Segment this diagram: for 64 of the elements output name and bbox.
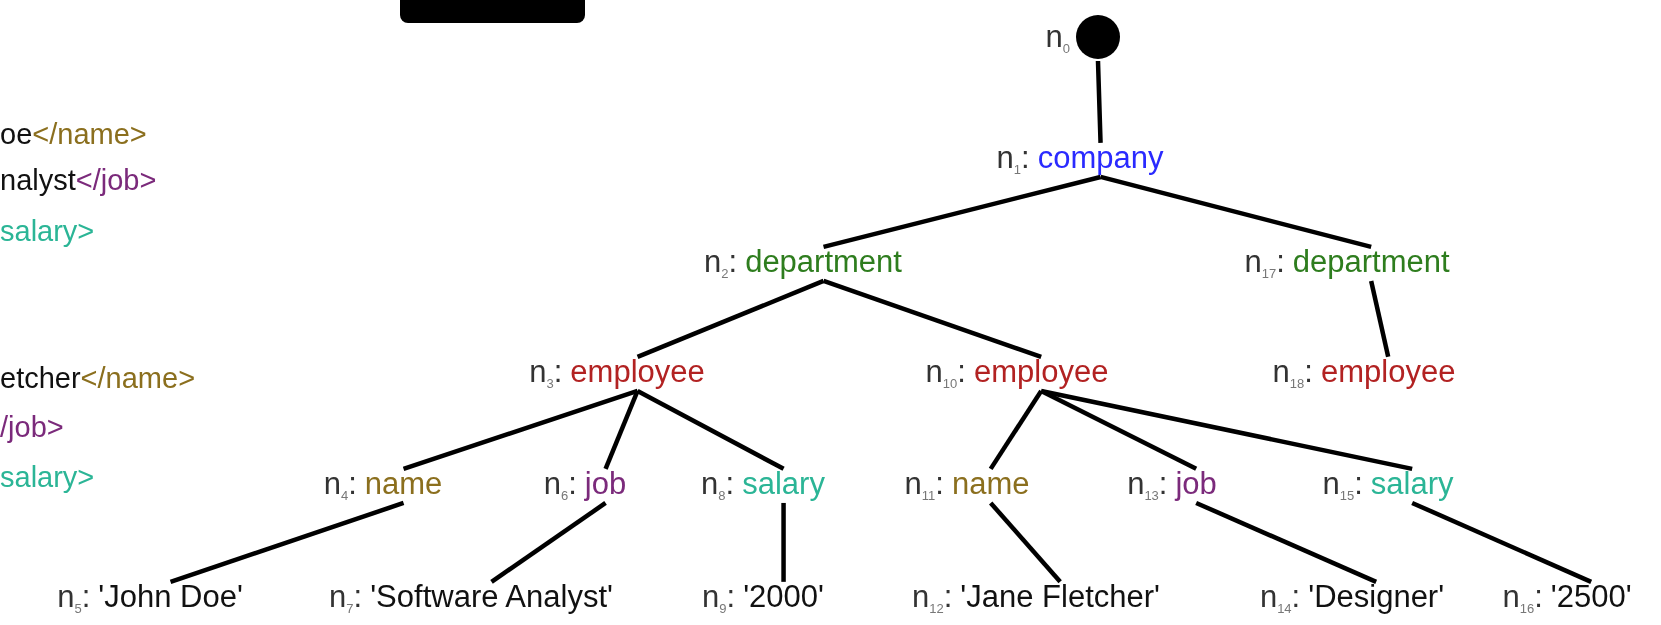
element-name: employee (570, 354, 705, 389)
tree-edge (781, 502, 786, 582)
element-name: job (1175, 466, 1217, 501)
text-value: '2000' (743, 579, 824, 614)
text-value: '2500' (1550, 579, 1632, 614)
xml-code-fragment: </name> (32, 117, 147, 150)
text-value: 'Software Analyst' (370, 579, 613, 614)
node-id: n$_{10}$: (925, 354, 966, 392)
tree-edge (402, 388, 639, 471)
root-dot (1076, 15, 1120, 59)
element-name: job (584, 466, 627, 501)
text-value: 'Jane Fletcher' (960, 579, 1160, 614)
tree-edge (1368, 280, 1391, 358)
node-id: n$_{18}$: (1272, 354, 1313, 392)
tree-edge (822, 278, 1042, 359)
xml-code-fragment: </job> (75, 163, 157, 196)
text-value: 'Designer' (1308, 579, 1445, 614)
node-id: n$_{5}$: (57, 579, 91, 617)
element-name: department (1292, 244, 1450, 279)
element-name: salary (742, 466, 825, 501)
node-id: n$_{13}$: (1127, 466, 1168, 504)
node-id: n$_{15}$: (1322, 466, 1363, 504)
element-name: employee (973, 354, 1109, 389)
node-id: n$_{9}$: (702, 579, 736, 617)
tree-edge (1100, 174, 1372, 250)
xml-code-fragment: nalyst (0, 163, 76, 196)
tree-edge (823, 174, 1102, 250)
tree-edge (989, 501, 1062, 584)
node-id: n$_{12}$: (912, 579, 953, 617)
element-name: company (1037, 140, 1164, 175)
node-id: n$_{2}$: (704, 244, 738, 282)
node-id: n$_{8}$: (701, 466, 735, 504)
node-id: n$_{3}$: (529, 354, 563, 392)
xml-code-fragment: salary> (0, 214, 95, 247)
element-name: name (364, 466, 443, 501)
node-id: n$_{4}$: (323, 466, 357, 504)
tree-edge (636, 388, 785, 471)
element-name: name (951, 466, 1030, 501)
xml-code-fragment: salary> (0, 460, 95, 493)
tree-edge (1195, 500, 1378, 584)
node-id: n$_{1}$: (996, 140, 1030, 178)
tree-edge (1095, 60, 1103, 143)
tree-edge (988, 389, 1044, 471)
tree-edge (1040, 388, 1413, 472)
tree-edge (636, 278, 825, 359)
node-id: n$_{14}$: (1259, 579, 1301, 617)
node-id: n$_{7}$: (329, 579, 363, 617)
element-name: employee (1320, 354, 1456, 389)
text-value: 'John Doe' (98, 579, 243, 614)
xml-code-fragment: oe (0, 117, 33, 150)
element-name: department (745, 244, 902, 279)
tree-edge (490, 501, 607, 584)
xml-code-fragment: /job> (0, 410, 64, 443)
xml-code-fragment: </name> (80, 361, 196, 394)
element-name: salary (1370, 466, 1454, 501)
xml-code-fragment: etcher (0, 361, 81, 394)
node-id: n$_{0}$ (1045, 18, 1070, 56)
node-id: n$_{16}$: (1502, 579, 1543, 617)
node-id: n$_{6}$: (543, 466, 577, 504)
node-id: n$_{17}$: (1244, 244, 1285, 282)
tree-edge (169, 500, 405, 584)
node-id: n$_{11}$: (904, 466, 944, 504)
tree-edge (603, 390, 640, 470)
tree-edge (1411, 500, 1593, 584)
